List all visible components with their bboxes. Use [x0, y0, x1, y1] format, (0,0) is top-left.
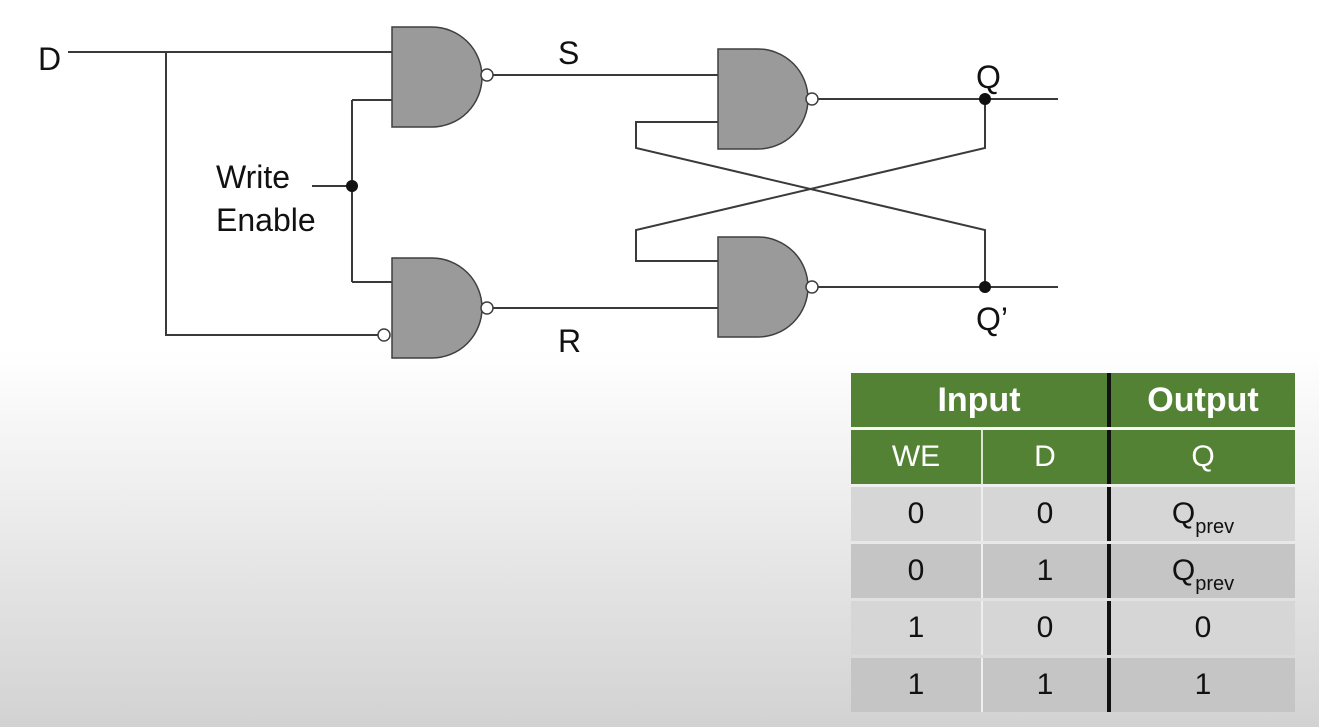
junction-dot-qprime: [979, 281, 991, 293]
table-row: 0 0 Qprev: [851, 487, 1295, 541]
cell-d: 1: [983, 544, 1111, 598]
label-q-prime: Q’: [976, 301, 1008, 337]
cell-q: Qprev: [1111, 487, 1295, 541]
cell-q-main: 0: [1194, 611, 1212, 644]
cell-q: 1: [1111, 658, 1295, 712]
nand-gate-q: [717, 48, 819, 150]
table-row: 1 1 1: [851, 658, 1295, 712]
label-s: S: [558, 35, 579, 71]
inverter-bubble: [480, 301, 494, 315]
wires: [68, 51, 1058, 336]
cell-q-subscript: prev: [1195, 573, 1235, 595]
label-enable: Enable: [216, 202, 316, 238]
cell-we: 0: [851, 487, 983, 541]
column-header-q: Q: [1111, 430, 1295, 484]
cell-we: 1: [851, 658, 983, 712]
truth-table: Input Output WE D Q 0 0 Qprev 0 1 Qprev …: [851, 370, 1295, 715]
wire-d-branch: [165, 52, 378, 336]
header-input: Input: [851, 373, 1111, 427]
cell-q: Qprev: [1111, 544, 1295, 598]
cell-q-main: Q: [1171, 554, 1196, 587]
header-output: Output: [1111, 373, 1295, 427]
column-header-we: WE: [851, 430, 983, 484]
gated-d-latch-diagram: D Write Enable S R Q Q’: [38, 26, 1058, 359]
cell-d: 0: [983, 487, 1111, 541]
cell-we: 0: [851, 544, 983, 598]
truth-table-column-header: WE D Q: [851, 430, 1295, 484]
cell-we: 1: [851, 601, 983, 655]
junction-dot-we: [346, 180, 358, 192]
cell-q-main: 1: [1194, 668, 1212, 701]
label-d: D: [38, 41, 61, 77]
label-write: Write: [216, 159, 290, 195]
cell-q-main: Q: [1171, 497, 1196, 530]
cell-q: 0: [1111, 601, 1295, 655]
label-q: Q: [976, 59, 1001, 95]
cell-q-subscript: prev: [1195, 516, 1235, 538]
nand-gate-qprime: [717, 236, 819, 338]
wire-qprime-feedback-2: [635, 121, 986, 287]
input-inverter-bubble: [377, 328, 391, 342]
cell-d: 1: [983, 658, 1111, 712]
table-row: 1 0 0: [851, 601, 1295, 655]
cell-d: 0: [983, 601, 1111, 655]
table-row: 0 1 Qprev: [851, 544, 1295, 598]
wire-q-feedback: [635, 99, 986, 262]
nand-gate-r: [377, 257, 494, 359]
nand-gate-s: [391, 26, 494, 128]
truth-table-group-header: Input Output: [851, 373, 1295, 427]
inverter-bubble: [805, 280, 819, 294]
inverter-bubble: [805, 92, 819, 106]
junction-dot-q: [979, 93, 991, 105]
inverter-bubble: [480, 68, 494, 82]
label-r: R: [558, 323, 581, 359]
column-header-d: D: [983, 430, 1111, 484]
